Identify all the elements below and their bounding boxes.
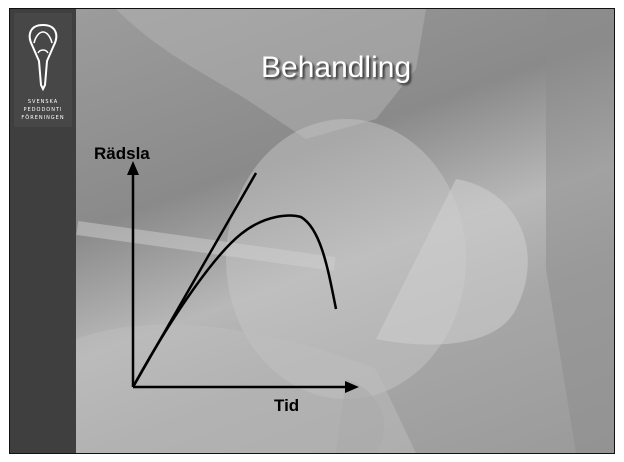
logo-line-3: FÖRENINGEN (21, 115, 65, 121)
y-axis-arrowhead (127, 161, 139, 175)
fear-over-time-diagram (127, 161, 359, 393)
slide-content: Behandling Rädsla Tid (76, 9, 614, 453)
logo: SVENSKA PEDODONTI FÖRENINGEN (14, 13, 72, 127)
x-axis-label: Tid (274, 396, 300, 415)
background-photo (76, 9, 614, 453)
rising-falling-curve (131, 214, 338, 388)
y-axis-label: Rädsla (94, 144, 150, 163)
logo-line-1: SVENSKA (27, 99, 59, 105)
sidebar: SVENSKA PEDODONTI FÖRENINGEN (10, 9, 76, 453)
logo-line-2: PEDODONTI (23, 107, 63, 113)
tooth-emblem-icon (28, 23, 58, 92)
slide-title: Behandling (261, 51, 412, 84)
x-axis-arrowhead (345, 381, 359, 393)
slide: SVENSKA PEDODONTI FÖRENINGEN Behandling … (9, 8, 615, 454)
